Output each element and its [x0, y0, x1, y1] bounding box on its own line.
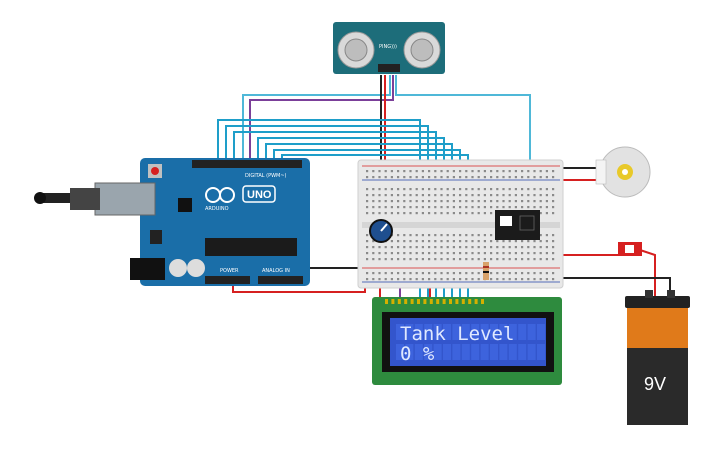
breadboard[interactable]: [357, 159, 564, 289]
slide-switch[interactable]: [618, 242, 642, 256]
wire-relay-signal: [395, 75, 531, 185]
digital-label: DIGITAL (PWM~): [245, 173, 287, 179]
lcd-line-1: Tank Level: [400, 323, 514, 345]
lcd-pin-header: [385, 299, 484, 304]
arduino-brand: ARDUINO: [205, 206, 229, 212]
power-label: POWER: [220, 268, 239, 274]
wire-switch-battery: [639, 249, 656, 298]
relay[interactable]: [495, 210, 540, 240]
wire-sensor-echo-purple: [249, 75, 394, 160]
lcd-line-2: 0 %: [400, 343, 435, 365]
arduino-model: UNO: [247, 189, 272, 201]
relay-icon: [519, 215, 535, 231]
ultrasonic-sensor[interactable]: PING))): [333, 22, 445, 74]
analog-header: [258, 276, 303, 284]
battery-label: 9V: [644, 374, 666, 394]
potentiometer[interactable]: [369, 219, 393, 243]
analog-label: ANALOG IN: [262, 268, 290, 274]
battery-9v: 9V: [625, 290, 690, 425]
arduino-uno[interactable]: DIGITAL (PWM~) ARDUINO UNO POWER ANALOG …: [34, 158, 310, 286]
arduino-logo: ARDUINO UNO: [205, 185, 276, 212]
lcd-cells: [396, 324, 545, 360]
power-jack: [130, 258, 165, 280]
sensor-label: PING))): [379, 44, 397, 50]
lcd-display: Tank Level 0 %: [372, 297, 562, 385]
dc-motor[interactable]: [595, 146, 651, 198]
atmega-chip: [205, 238, 297, 256]
digital-header: [192, 160, 302, 168]
power-header: [205, 276, 250, 284]
wire-sensor-trig: [242, 75, 391, 160]
usb-port: [94, 182, 156, 216]
